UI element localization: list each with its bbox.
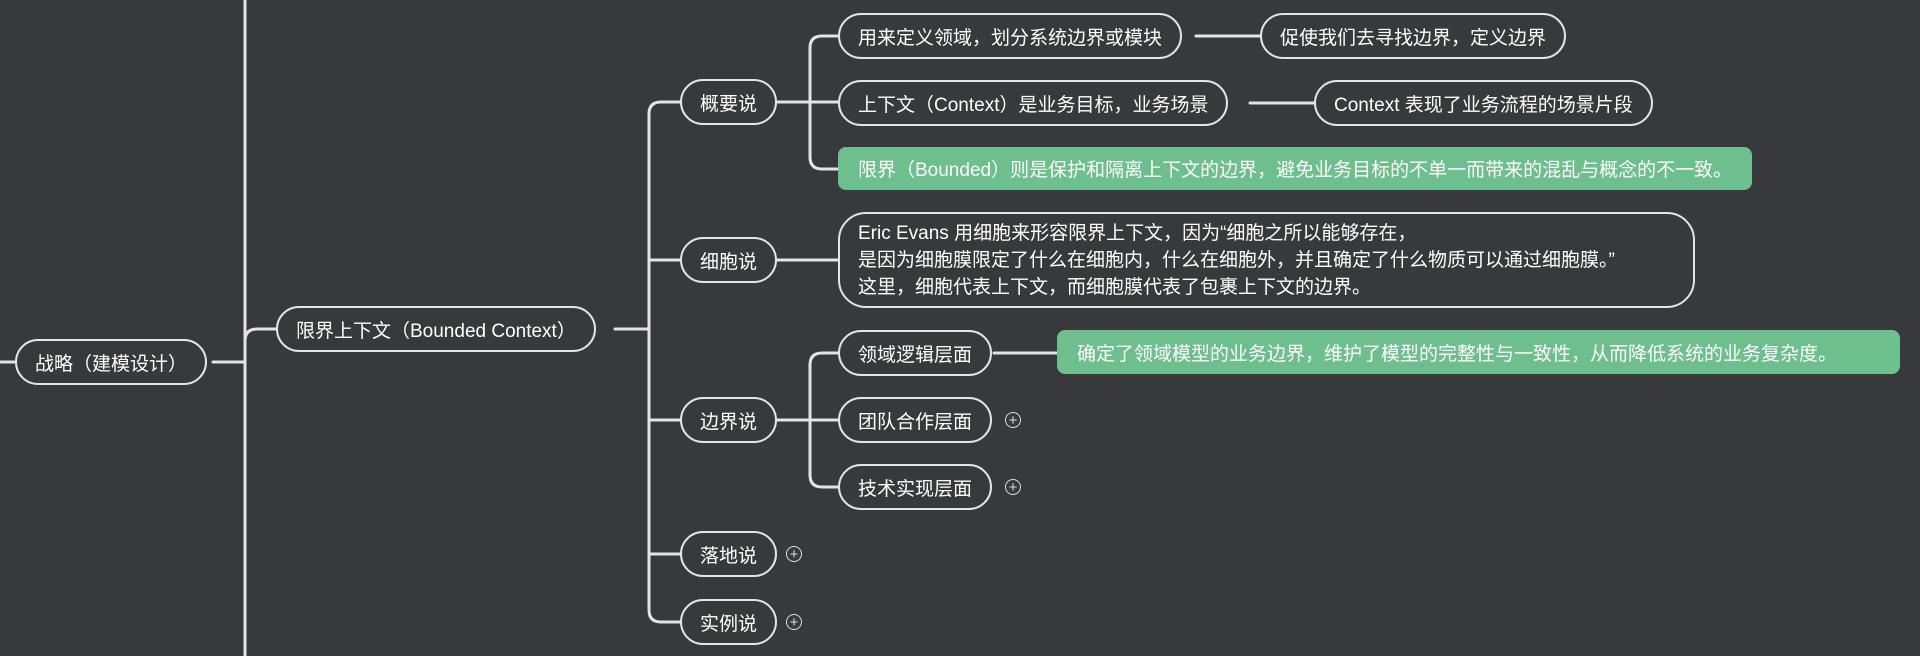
cell-line: Eric Evans 用细胞来形容限界上下文，因为“细胞之所以能够存在， [858,222,1417,244]
root-label: 战略（建模设计） [35,353,188,375]
boundary-note-domain-logic[interactable]: 确定了领域模型的业务边界，维护了模型的完整性与一致性，从而降低系统的业务复杂度。 [1057,330,1900,374]
branch-label: 边界说 [700,411,758,433]
overview-note-context-scene[interactable]: Context 表现了业务流程的场景片段 [1314,80,1653,126]
expand-example-icon[interactable]: + [786,614,802,630]
item-label: 上下文（Context）是业务目标，业务场景 [858,94,1209,116]
item-label: 领域逻辑层面 [858,344,973,366]
expand-tech-icon[interactable]: + [1005,479,1021,495]
topic-node-bounded-context[interactable]: 限界上下文（Bounded Context） [276,306,596,352]
branch-label: 实例说 [700,613,758,635]
note-label: 促使我们去寻找边界，定义边界 [1280,27,1547,49]
boundary-item-team[interactable]: 团队合作层面 [838,397,993,443]
branch-landing[interactable]: 落地说 [680,531,778,577]
item-label: 团队合作层面 [858,411,973,433]
cell-line: 这里，细胞代表上下文，而细胞膜代表了包裹上下文的边界。 [858,276,1372,298]
branch-label: 落地说 [700,545,758,567]
root-node[interactable]: 战略（建模设计） [15,339,208,385]
expand-team-icon[interactable]: + [1005,412,1021,428]
note-label: Context 表现了业务流程的场景片段 [1334,94,1633,116]
cell-line: 是因为细胞膜限定了什么在细胞内，什么在细胞外，并且确定了什么物质可以通过细胞膜。… [858,249,1615,271]
branch-label: 细胞说 [700,251,758,273]
overview-note-find-boundary[interactable]: 促使我们去寻找边界，定义边界 [1260,13,1567,59]
topic-label: 限界上下文（Bounded Context） [296,320,576,342]
branch-overview[interactable]: 概要说 [680,79,778,125]
item-label: 用来定义领域，划分系统边界或模块 [858,27,1163,49]
cell-description[interactable]: Eric Evans 用细胞来形容限界上下文，因为“细胞之所以能够存在， 是因为… [838,212,1695,308]
overview-item-context[interactable]: 上下文（Context）是业务目标，业务场景 [838,80,1229,126]
overview-item-bounded[interactable]: 限界（Bounded）则是保护和隔离上下文的边界，避免业务目标的不单一而带来的混… [838,147,1753,190]
expand-landing-icon[interactable]: + [786,546,802,562]
item-label: 技术实现层面 [858,478,973,500]
boundary-item-tech[interactable]: 技术实现层面 [838,464,993,510]
overview-item-define-domain[interactable]: 用来定义领域，划分系统边界或模块 [838,13,1183,59]
branch-example[interactable]: 实例说 [680,599,778,645]
branch-boundary[interactable]: 边界说 [680,397,778,443]
branch-cell[interactable]: 细胞说 [680,237,778,283]
note-label: 确定了领域模型的业务边界，维护了模型的完整性与一致性，从而降低系统的业务复杂度。 [1077,343,1838,365]
boundary-item-domain-logic[interactable]: 领域逻辑层面 [838,330,993,376]
branch-label: 概要说 [700,93,758,115]
item-label: 限界（Bounded）则是保护和隔离上下文的边界，避免业务目标的不单一而带来的混… [858,160,1733,181]
